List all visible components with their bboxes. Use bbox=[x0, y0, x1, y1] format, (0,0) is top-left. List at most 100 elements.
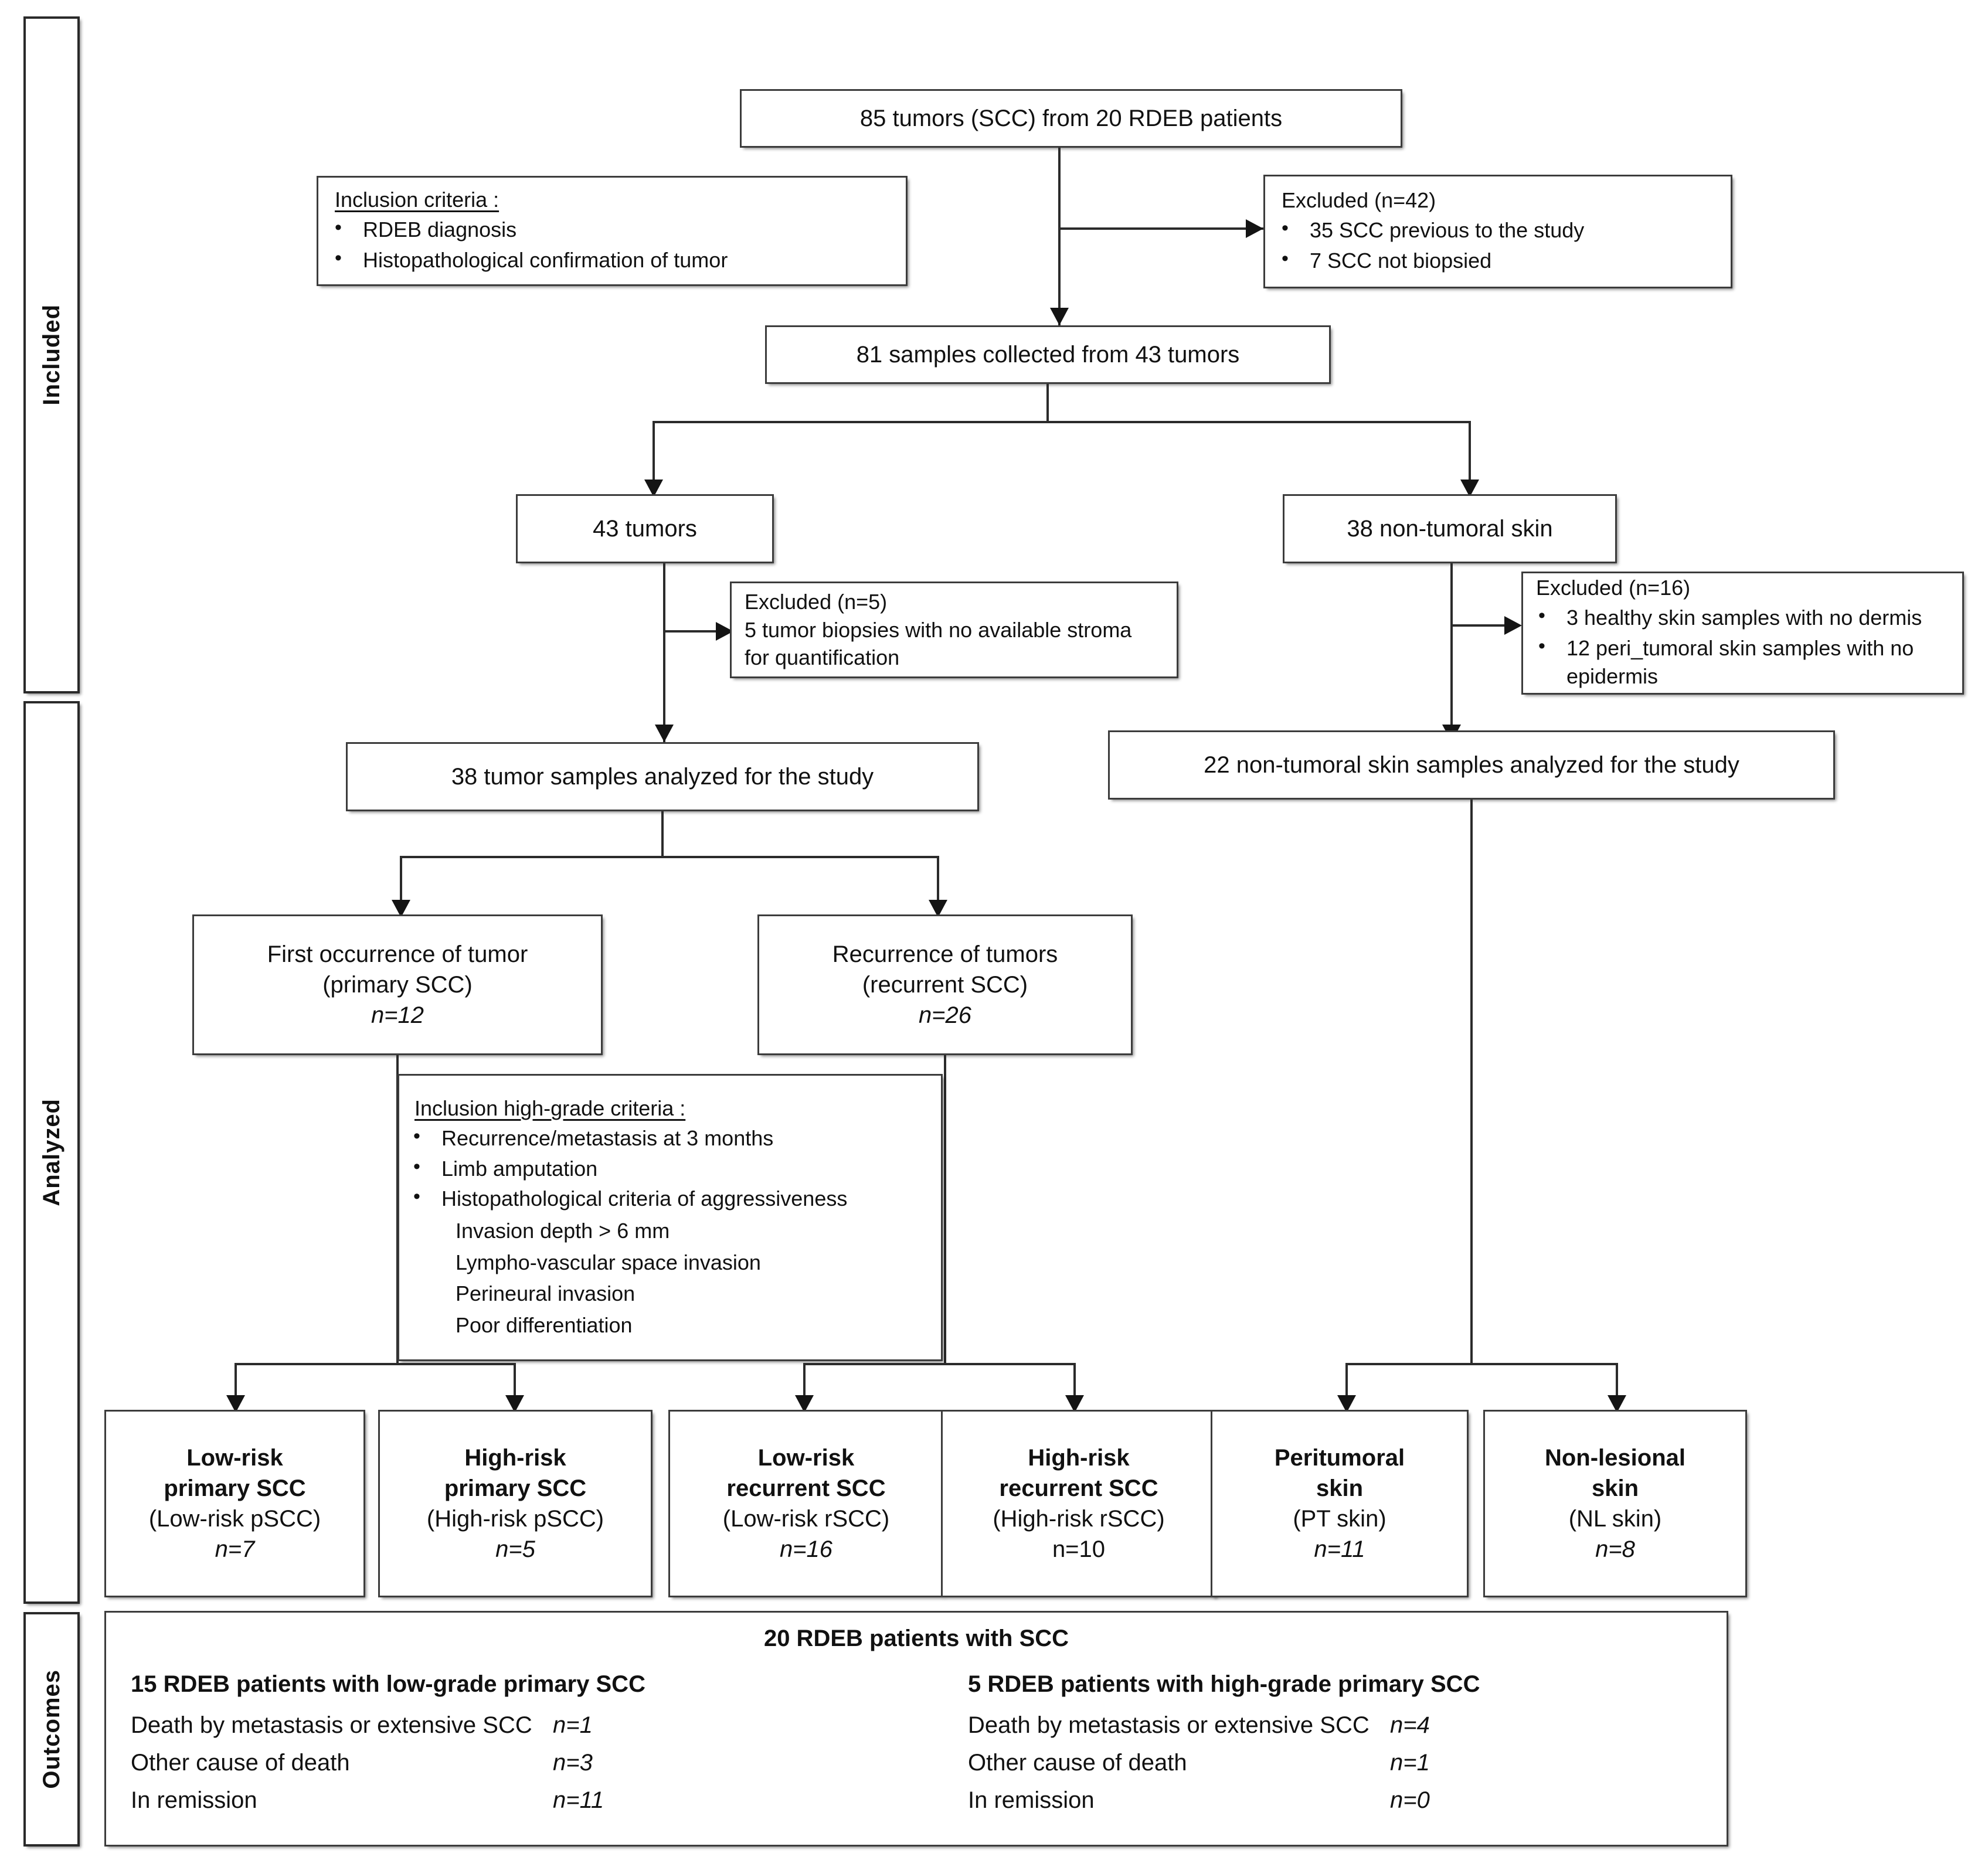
excluded-5-line2: for quantification bbox=[745, 645, 900, 670]
connector-to-recurrence bbox=[937, 856, 939, 914]
recurrence-line2: (recurrent SCC) bbox=[862, 972, 1028, 998]
connector-samples-to-nontumoral bbox=[1469, 421, 1471, 494]
excluded-5-line1: 5 tumor biopsies with no available strom… bbox=[745, 617, 1132, 642]
node-tumor-analyzed: 38 tumor samples analyzed for the study bbox=[346, 742, 979, 811]
inclusion-criteria-title: Inclusion criteria : bbox=[335, 187, 499, 212]
connector-recurrent-bus bbox=[803, 1363, 1076, 1365]
stage-label-analyzed: Analyzed bbox=[23, 701, 80, 1604]
excluded-42-title: Excluded (n=42) bbox=[1282, 188, 1436, 212]
group-line2: primary SCC bbox=[164, 1475, 306, 1501]
group-line3: (Low-risk pSCC) bbox=[148, 1506, 321, 1532]
excluded-42-list: 35 SCC previous to the study 7 SCC not b… bbox=[1273, 214, 1722, 277]
group-n: n=7 bbox=[215, 1536, 255, 1562]
connector-to-peritumoral bbox=[1345, 1363, 1348, 1410]
node-43-tumors: 43 tumors bbox=[516, 494, 774, 563]
group-line2: primary SCC bbox=[444, 1475, 587, 1501]
group-line3: (NL skin) bbox=[1568, 1506, 1662, 1532]
outcomes-heading: 5 RDEB patients with high-grade primary … bbox=[968, 1671, 1480, 1697]
connector-38nontumoral-stem bbox=[1450, 563, 1453, 742]
connector-to-lowrisk-primary bbox=[235, 1363, 237, 1410]
connector-nontumoral-bus bbox=[1345, 1363, 1618, 1365]
group-line3: (High-risk pSCC) bbox=[426, 1506, 604, 1532]
outcomes-column-highgrade: 5 RDEB patients with high-grade primary … bbox=[968, 1669, 1671, 1815]
node-nontumoral-analyzed: 22 non-tumoral skin samples analyzed for… bbox=[1108, 730, 1835, 800]
connector-to-firstoccurrence bbox=[400, 856, 402, 914]
connector-to-highrisk-recurrent bbox=[1073, 1363, 1076, 1410]
connector-43tumors-to-excluded5 bbox=[663, 630, 733, 633]
connector-nontumoral-stem bbox=[1470, 800, 1473, 1363]
group-line2: recurrent SCC bbox=[999, 1475, 1158, 1501]
outcomes-heading: 15 RDEB patients with low-grade primary … bbox=[131, 1671, 645, 1697]
stage-label-included-text: Included bbox=[38, 304, 64, 406]
group-line3: (High-risk rSCC) bbox=[993, 1506, 1165, 1532]
highgrade-subitem: Poor differentiation bbox=[456, 1312, 633, 1337]
highgrade-criteria-title: Inclusion high-grade criteria : bbox=[414, 1096, 686, 1120]
node-43-tumors-text: 43 tumors bbox=[593, 516, 697, 542]
node-38-nontumoral-text: 38 non-tumoral skin bbox=[1347, 516, 1553, 542]
group-line1: Low-risk bbox=[757, 1445, 855, 1471]
group-n: n=8 bbox=[1595, 1536, 1635, 1562]
group-n: n=11 bbox=[1314, 1536, 1365, 1562]
node-excluded-42: Excluded (n=42) 35 SCC previous to the s… bbox=[1263, 175, 1732, 288]
recurrence-line1: Recurrence of tumors bbox=[832, 941, 1058, 967]
connector-recurrence-stem bbox=[944, 1055, 946, 1364]
arrow-top-to-excluded42 bbox=[1246, 219, 1263, 238]
stage-label-outcomes: Outcomes bbox=[23, 1612, 80, 1847]
group-line1: Peritumoral bbox=[1274, 1445, 1405, 1471]
highgrade-criteria-list: Recurrence/metastasis at 3 months Limb a… bbox=[405, 1122, 935, 1215]
group-line2: skin bbox=[1316, 1475, 1364, 1501]
node-recurrence: Recurrence of tumors (recurrent SCC) n=2… bbox=[757, 914, 1133, 1055]
outcome-label: In remission bbox=[968, 1787, 1095, 1813]
list-item: 35 SCC previous to the study bbox=[1273, 215, 1722, 244]
group-box-nonlesional-skin: Non-lesional skin (NL skin) n=8 bbox=[1483, 1410, 1747, 1597]
outcome-value: n=4 bbox=[1390, 1712, 1430, 1738]
arrow-43tumors-to-analyzed bbox=[655, 725, 674, 742]
connector-tumoranalyzed-stem bbox=[661, 811, 664, 858]
group-box-peritumoral-skin: Peritumoral skin (PT skin) n=11 bbox=[1211, 1410, 1469, 1597]
list-item: RDEB diagnosis bbox=[327, 215, 898, 244]
outcome-value: n=0 bbox=[1390, 1787, 1430, 1813]
node-samples-collected: 81 samples collected from 43 tumors bbox=[765, 325, 1331, 384]
node-excluded-16: Excluded (n=16) 3 healthy skin samples w… bbox=[1521, 572, 1964, 695]
group-n: n=16 bbox=[779, 1536, 833, 1562]
group-line1: Low-risk bbox=[186, 1445, 283, 1471]
outcome-value: n=3 bbox=[553, 1750, 593, 1776]
connector-38nontumoral-to-excluded16 bbox=[1450, 624, 1515, 627]
group-box-highrisk-rscc: High-risk recurrent SCC (High-risk rSCC)… bbox=[941, 1410, 1216, 1597]
node-inclusion-criteria: Inclusion criteria : RDEB diagnosis Hist… bbox=[317, 176, 908, 286]
connector-to-highrisk-primary bbox=[514, 1363, 516, 1410]
connector-top-to-samples bbox=[1058, 148, 1061, 325]
outcome-value: n=11 bbox=[553, 1787, 604, 1813]
connector-to-nonlesional bbox=[1616, 1363, 1618, 1410]
group-line1: High-risk bbox=[1028, 1445, 1130, 1471]
list-item: Histopathological criteria of aggressive… bbox=[405, 1184, 935, 1213]
group-box-lowrisk-rscc: Low-risk recurrent SCC (Low-risk rSCC) n… bbox=[668, 1410, 944, 1597]
group-box-lowrisk-pscc: Low-risk primary SCC (Low-risk pSCC) n=7 bbox=[104, 1410, 365, 1597]
connector-top-to-excluded42 bbox=[1058, 227, 1263, 230]
list-item: 12 peri_tumoral skin samples with no epi… bbox=[1530, 633, 1955, 690]
outcome-row: In remission n=0 bbox=[968, 1785, 1671, 1815]
outcome-label: Death by metastasis or extensive SCC bbox=[968, 1712, 1369, 1738]
first-occurrence-line2: (primary SCC) bbox=[322, 972, 473, 998]
connector-samples-bus bbox=[653, 421, 1471, 423]
outcome-value: n=1 bbox=[1390, 1750, 1430, 1776]
node-highgrade-criteria: Inclusion high-grade criteria : Recurren… bbox=[397, 1074, 943, 1361]
list-item: 3 healthy skin samples with no dermis bbox=[1530, 603, 1955, 632]
excluded-16-list: 3 healthy skin samples with no dermis 12… bbox=[1530, 601, 1955, 692]
stage-label-analyzed-text: Analyzed bbox=[38, 1099, 64, 1206]
connector-to-lowrisk-recurrent bbox=[803, 1363, 806, 1410]
inclusion-criteria-list: RDEB diagnosis Histopathological confirm… bbox=[327, 213, 898, 276]
outcome-label: Other cause of death bbox=[968, 1750, 1187, 1776]
outcome-row: Other cause of death n=1 bbox=[968, 1747, 1671, 1778]
outcome-label: In remission bbox=[131, 1787, 257, 1813]
group-line2: recurrent SCC bbox=[726, 1475, 886, 1501]
outcome-label: Other cause of death bbox=[131, 1750, 350, 1776]
outcome-row: In remission n=11 bbox=[131, 1785, 834, 1815]
list-item: Recurrence/metastasis at 3 months bbox=[405, 1123, 935, 1152]
outcomes-title: 20 RDEB patients with SCC bbox=[763, 1626, 1069, 1651]
outcomes-panel: 20 RDEB patients with SCC 15 RDEB patien… bbox=[104, 1611, 1728, 1847]
node-excluded-5: Excluded (n=5) 5 tumor biopsies with no … bbox=[730, 582, 1178, 678]
node-nontumoral-analyzed-text: 22 non-tumoral skin samples analyzed for… bbox=[1204, 752, 1739, 778]
highgrade-subitem: Invasion depth > 6 mm bbox=[456, 1219, 670, 1243]
